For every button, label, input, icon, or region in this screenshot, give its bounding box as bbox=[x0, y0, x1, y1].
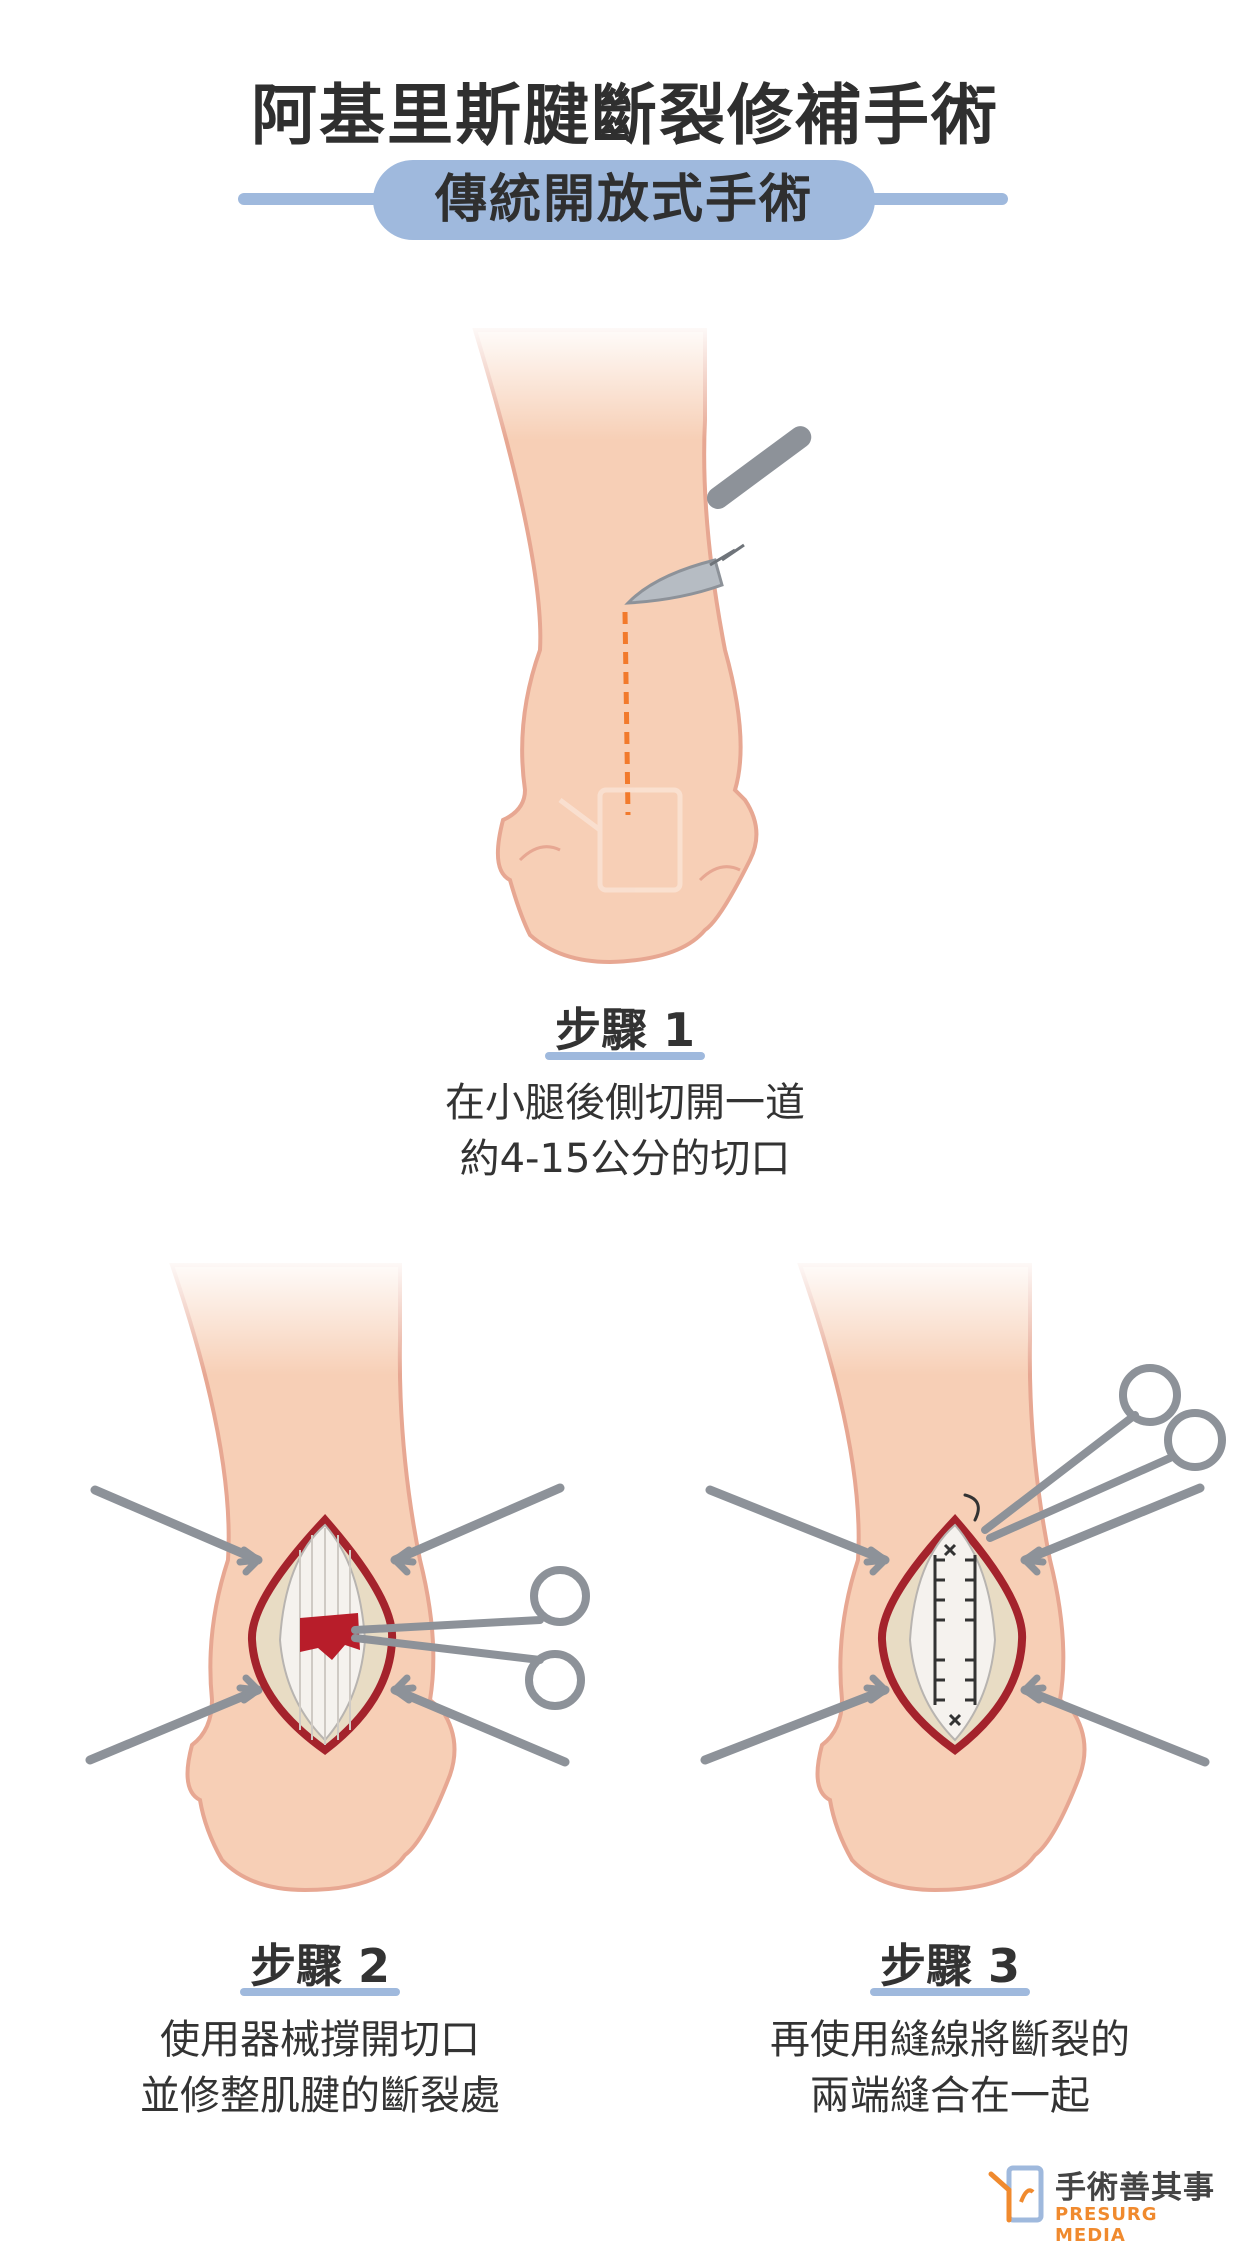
brand-name-en: PRESURG MEDIA bbox=[1055, 2204, 1158, 2246]
watermark-logo bbox=[558, 787, 683, 893]
step1-leg-illustration bbox=[460, 320, 812, 965]
step1-desc-line2: 約4-15公分的切口 bbox=[459, 1136, 791, 1182]
step3-desc-line1: 再使用縫線將斷裂的 bbox=[770, 2017, 1130, 2063]
step1-leg bbox=[472, 328, 759, 965]
subtitle-badge: 傳統開放式手術 bbox=[373, 160, 875, 240]
step3-label: 步驟 3 bbox=[879, 1939, 1021, 1993]
retractors bbox=[85, 1483, 570, 1767]
step1-underline bbox=[545, 1052, 705, 1060]
incision-line bbox=[622, 611, 631, 816]
step2-desc: 使用器械撐開切口 並修整肌腱的斷裂處 bbox=[20, 2012, 620, 2124]
retractors-step3 bbox=[700, 1483, 1210, 1767]
step2-desc-line1: 使用器械撐開切口 bbox=[160, 2017, 480, 2063]
scalpel bbox=[624, 426, 812, 605]
step3-leg-illustration bbox=[700, 1255, 1226, 1893]
page-title: 阿基里斯腱斷裂修補手術 bbox=[251, 77, 999, 154]
step1-desc-line1: 在小腿後側切開一道 bbox=[445, 1080, 805, 1126]
step1-label: 步驟 1 bbox=[554, 1003, 696, 1057]
step2-desc-line2: 並修整肌腱的斷裂處 bbox=[140, 2073, 500, 2119]
step3-desc-line2: 兩端縫合在一起 bbox=[810, 2073, 1090, 2119]
step1-desc: 在小腿後側切開一道 約4-15公分的切口 bbox=[325, 1075, 925, 1187]
brand-name-cn: 手術善其事 bbox=[1055, 2170, 1215, 2206]
tendon-rupture bbox=[300, 1613, 360, 1660]
forceps-step3 bbox=[963, 1364, 1226, 1542]
suture-stitches bbox=[933, 1543, 977, 1727]
step2-label: 步驟 2 bbox=[249, 1939, 391, 1993]
step3-underline bbox=[870, 1988, 1030, 1996]
forceps-step2 bbox=[351, 1566, 590, 1710]
brand-logo: 手術善其事 PRESURG MEDIA bbox=[987, 2162, 1227, 2246]
brand-icon bbox=[988, 2165, 1044, 2223]
step2-underline bbox=[240, 1988, 400, 1996]
step2-leg-illustration bbox=[85, 1255, 590, 1893]
step3-desc: 再使用縫線將斷裂的 兩端縫合在一起 bbox=[650, 2012, 1250, 2124]
